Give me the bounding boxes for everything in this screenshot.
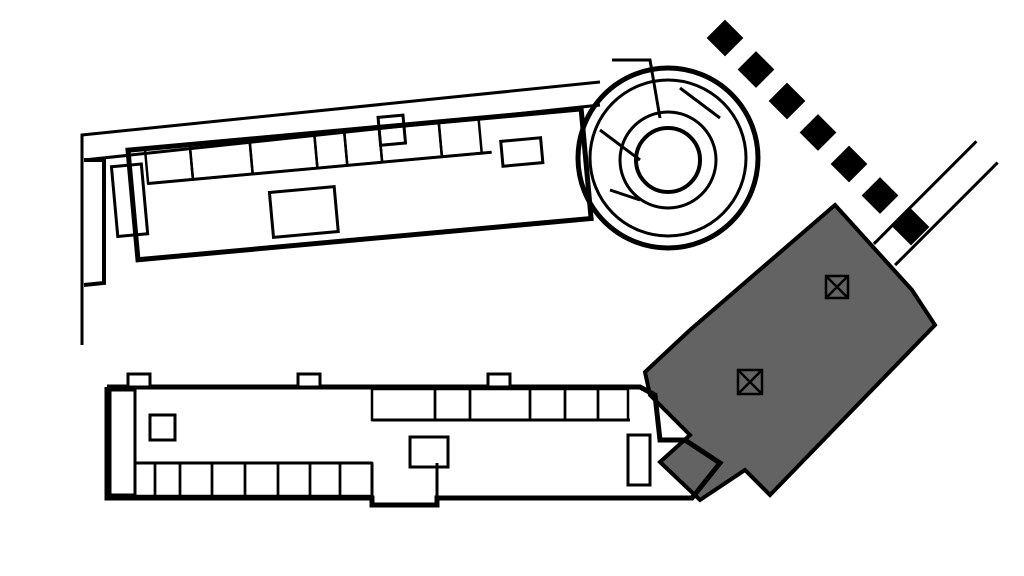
lower-wing [104, 372, 724, 508]
column [768, 82, 806, 120]
column [892, 208, 930, 246]
lower-lift [408, 435, 450, 469]
tower-ring [588, 78, 748, 238]
room [468, 387, 532, 422]
upper-wing [80, 80, 601, 345]
tower-core [634, 126, 702, 194]
lift-box [499, 136, 545, 168]
round-tower [575, 58, 761, 251]
upper-wing-body [125, 106, 594, 263]
wing-symbols [736, 274, 850, 396]
highlighted-wing-body [642, 202, 938, 503]
room [178, 461, 214, 498]
wall-tab [486, 372, 512, 389]
left-core [108, 388, 137, 497]
central-room [267, 185, 340, 239]
room [338, 461, 374, 498]
room [243, 461, 280, 498]
column [706, 19, 744, 57]
room [308, 461, 342, 498]
room [596, 387, 630, 422]
room [433, 387, 472, 422]
column [830, 145, 868, 183]
tower-outer-wall [575, 65, 761, 251]
left-stair [109, 162, 150, 239]
wall-tab [126, 372, 152, 389]
highlighted-wing [642, 140, 999, 503]
room [437, 116, 484, 159]
column [861, 177, 899, 214]
column [737, 51, 775, 88]
room [210, 461, 247, 498]
tower-ramp [599, 58, 721, 202]
wing-corridor [872, 140, 978, 245]
column [799, 114, 837, 151]
wing-corridor-2 [894, 161, 999, 267]
lower-room-right [626, 433, 652, 487]
room [563, 387, 600, 422]
room [133, 461, 157, 498]
room [153, 461, 182, 498]
tower-inner-ring [618, 110, 718, 210]
upper-outer-wall [80, 80, 601, 345]
room [528, 387, 567, 422]
wall-tab [296, 372, 322, 389]
upper-left-wall [83, 158, 106, 287]
lower-stair [148, 413, 177, 442]
room [370, 387, 437, 422]
room [276, 461, 312, 498]
stair-box [376, 113, 408, 147]
